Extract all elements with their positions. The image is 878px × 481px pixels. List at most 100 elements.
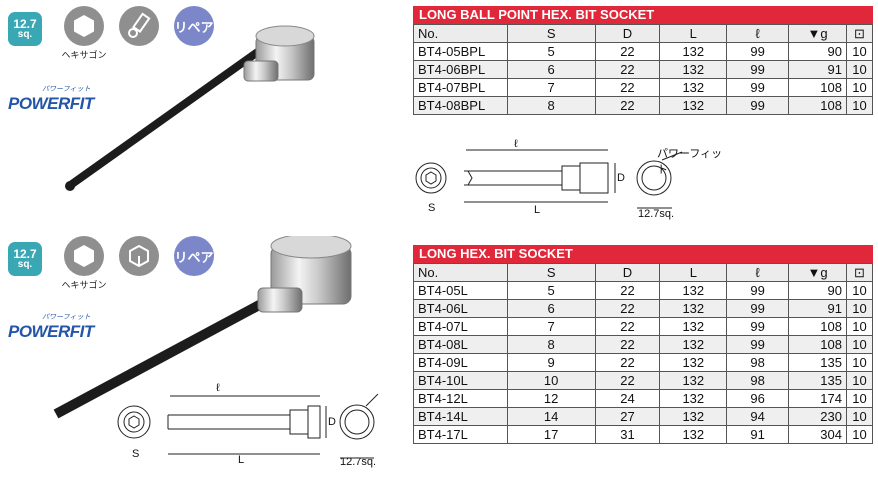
dim-L: L bbox=[238, 454, 245, 466]
cell-weight: 108 bbox=[788, 96, 847, 115]
cell-ell: 99 bbox=[726, 299, 790, 318]
header-weight: ▼g bbox=[788, 24, 847, 43]
cell-d: 31 bbox=[594, 425, 661, 444]
header-ell: ℓ bbox=[726, 24, 790, 43]
header-ell: ℓ bbox=[726, 263, 790, 282]
cell-l: 132 bbox=[659, 335, 728, 354]
table-row: BT4-14L 14 27 132 94 230 10 bbox=[413, 407, 874, 426]
table-row: BT4-08BPL 8 22 132 99 108 10 bbox=[413, 96, 874, 115]
table-row: BT4-05L 5 22 132 99 90 10 bbox=[413, 281, 874, 300]
cell-pack: 10 bbox=[845, 389, 874, 408]
cell-pack: 10 bbox=[845, 42, 874, 61]
header-pack-icon: ⊡ bbox=[845, 263, 874, 282]
cell-l: 132 bbox=[659, 425, 728, 444]
header-l: L bbox=[659, 24, 728, 43]
cell-d: 22 bbox=[594, 281, 661, 300]
table-row: BT4-06L 6 22 132 99 91 10 bbox=[413, 299, 874, 318]
cell-d: 22 bbox=[594, 299, 661, 318]
cell-l: 132 bbox=[659, 299, 728, 318]
cell-s: 5 bbox=[506, 281, 596, 300]
ball-point-socket-illustration bbox=[65, 25, 315, 191]
cell-weight: 91 bbox=[788, 60, 847, 79]
cell-weight: 91 bbox=[788, 299, 847, 318]
dim-ell: ℓ bbox=[514, 138, 518, 150]
header-pack-icon: ⊡ bbox=[845, 24, 874, 43]
cell-l: 132 bbox=[659, 78, 728, 97]
table-row: BT4-09L 9 22 132 98 135 10 bbox=[413, 353, 874, 372]
table-row: BT4-08L 8 22 132 99 108 10 bbox=[413, 335, 874, 354]
cell-pack: 10 bbox=[845, 371, 874, 390]
cell-no: BT4-17L bbox=[413, 425, 508, 444]
cell-l: 132 bbox=[659, 371, 728, 390]
cell-l: 132 bbox=[659, 317, 728, 336]
cell-s: 14 bbox=[506, 407, 596, 426]
cell-ell: 99 bbox=[726, 335, 790, 354]
hexagon-label: ヘキサゴン bbox=[61, 280, 107, 290]
cell-weight: 108 bbox=[788, 317, 847, 336]
cell-d: 22 bbox=[594, 60, 661, 79]
table-row: BT4-12L 12 24 132 96 174 10 bbox=[413, 389, 874, 408]
header-l: L bbox=[659, 263, 728, 282]
cell-d: 22 bbox=[594, 335, 661, 354]
cell-d: 24 bbox=[594, 389, 661, 408]
upper-table-title: LONG BALL POINT HEX. BIT SOCKET bbox=[413, 6, 873, 24]
upper-spec-table-panel: LONG BALL POINT HEX. BIT SOCKET No. S D … bbox=[413, 6, 874, 115]
cell-weight: 90 bbox=[788, 281, 847, 300]
cell-ell: 98 bbox=[726, 371, 790, 390]
cell-s: 8 bbox=[506, 335, 596, 354]
cell-ell: 98 bbox=[726, 353, 790, 372]
header-weight: ▼g bbox=[788, 263, 847, 282]
drive-size-value: 12.7 bbox=[13, 247, 37, 261]
cell-pack: 10 bbox=[845, 60, 874, 79]
cell-no: BT4-05L bbox=[413, 281, 508, 300]
dim-D: D bbox=[617, 172, 625, 184]
table-row: BT4-10L 10 22 132 98 135 10 bbox=[413, 371, 874, 390]
hex-bit-icon bbox=[129, 244, 149, 268]
cell-l: 132 bbox=[659, 353, 728, 372]
drive-size-unit: sq. bbox=[17, 259, 33, 270]
drive-size-unit: sq. bbox=[17, 29, 33, 40]
dim-S: S bbox=[132, 448, 140, 460]
cell-no: BT4-06BPL bbox=[413, 60, 508, 79]
table-row: BT4-17L 17 31 132 91 304 10 bbox=[413, 425, 874, 444]
cell-d: 22 bbox=[594, 96, 661, 115]
cell-weight: 174 bbox=[788, 389, 847, 408]
dim-drive: 12.7sq. bbox=[638, 208, 675, 220]
cell-pack: 10 bbox=[845, 317, 874, 336]
cell-ell: 99 bbox=[726, 281, 790, 300]
powerfit-logo: パワーフィット POWERFIT bbox=[8, 312, 94, 342]
dim-D: D bbox=[328, 416, 336, 428]
cell-l: 132 bbox=[659, 60, 728, 79]
lower-diagram-drawing bbox=[117, 393, 379, 459]
drive-size-value: 12.7 bbox=[13, 17, 37, 31]
cell-s: 6 bbox=[506, 60, 596, 79]
cell-s: 17 bbox=[506, 425, 596, 444]
cell-d: 22 bbox=[594, 42, 661, 61]
powerfit-logo-sub: パワーフィット bbox=[42, 314, 91, 321]
cell-no: BT4-08L bbox=[413, 335, 508, 354]
upper-dimension-diagram: ℓ D S L 12.7sq. パワーフィット bbox=[412, 138, 732, 224]
hexagon-badge bbox=[64, 6, 104, 46]
header-no: No. bbox=[413, 24, 508, 43]
table-row: BT4-05BPL 5 22 132 99 90 10 bbox=[413, 42, 874, 61]
cell-l: 132 bbox=[659, 407, 728, 426]
powerfit-callout: パワーフィット bbox=[657, 148, 723, 176]
cell-s: 7 bbox=[506, 317, 596, 336]
header-s: S bbox=[506, 263, 596, 282]
upper-spec-table: No. S D L ℓ ▼g ⊡ BT4-05BPL 5 22 132 99 9… bbox=[413, 24, 874, 115]
cell-l: 132 bbox=[659, 389, 728, 408]
lower-drive-size-badge: 12.7 sq. bbox=[8, 242, 42, 276]
cell-s: 9 bbox=[506, 353, 596, 372]
cell-no: BT4-07L bbox=[413, 317, 508, 336]
dim-S: S bbox=[428, 202, 436, 214]
dim-ell: ℓ bbox=[216, 382, 220, 394]
header-d: D bbox=[594, 24, 661, 43]
powerfit-logo: パワーフィット POWERFIT bbox=[8, 84, 94, 114]
cell-pack: 10 bbox=[845, 407, 874, 426]
cell-ell: 94 bbox=[726, 407, 790, 426]
cell-s: 6 bbox=[506, 299, 596, 318]
cell-l: 132 bbox=[659, 42, 728, 61]
cell-s: 7 bbox=[506, 78, 596, 97]
repair-badge: リペア bbox=[174, 236, 214, 276]
table-header-row: No. S D L ℓ ▼g ⊡ bbox=[413, 24, 874, 43]
